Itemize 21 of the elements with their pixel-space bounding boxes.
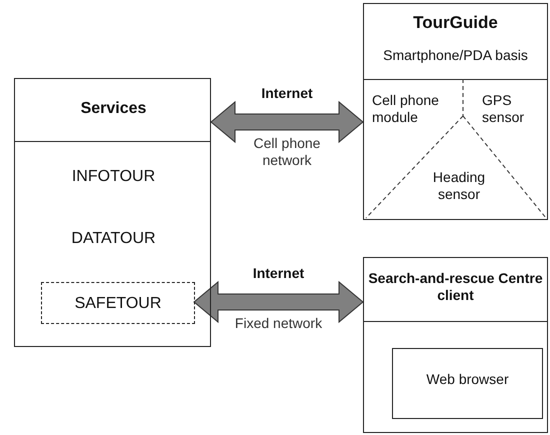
- service-box: [41, 282, 195, 324]
- software-label: Web browser: [425, 371, 510, 388]
- service-name: DATATOUR: [70, 229, 157, 248]
- service-name: INFOTOUR: [70, 167, 156, 186]
- double-arrow: [193, 280, 364, 324]
- client-panel: [363, 257, 548, 433]
- edge-label: Internet: [252, 265, 306, 282]
- component-label: GPS sensor: [482, 92, 526, 126]
- edge-label: Internet: [260, 85, 314, 102]
- services-panel: [14, 78, 211, 347]
- panel-heading: TourGuide: [412, 13, 499, 34]
- component-label: Heading sensor: [432, 169, 486, 203]
- double-arrow: [210, 100, 364, 144]
- network-label: Fixed network: [234, 315, 324, 332]
- component-label: Cell phone module: [372, 92, 440, 126]
- panel-heading: Services: [80, 99, 148, 118]
- network-label: Cell phone network: [252, 135, 322, 169]
- service-name: SAFETOUR: [74, 294, 162, 314]
- software-box: [392, 348, 543, 419]
- panel-subtitle: Smartphone/PDA basis: [382, 47, 529, 64]
- panel-heading: Search-and-rescue Centre client: [367, 270, 544, 304]
